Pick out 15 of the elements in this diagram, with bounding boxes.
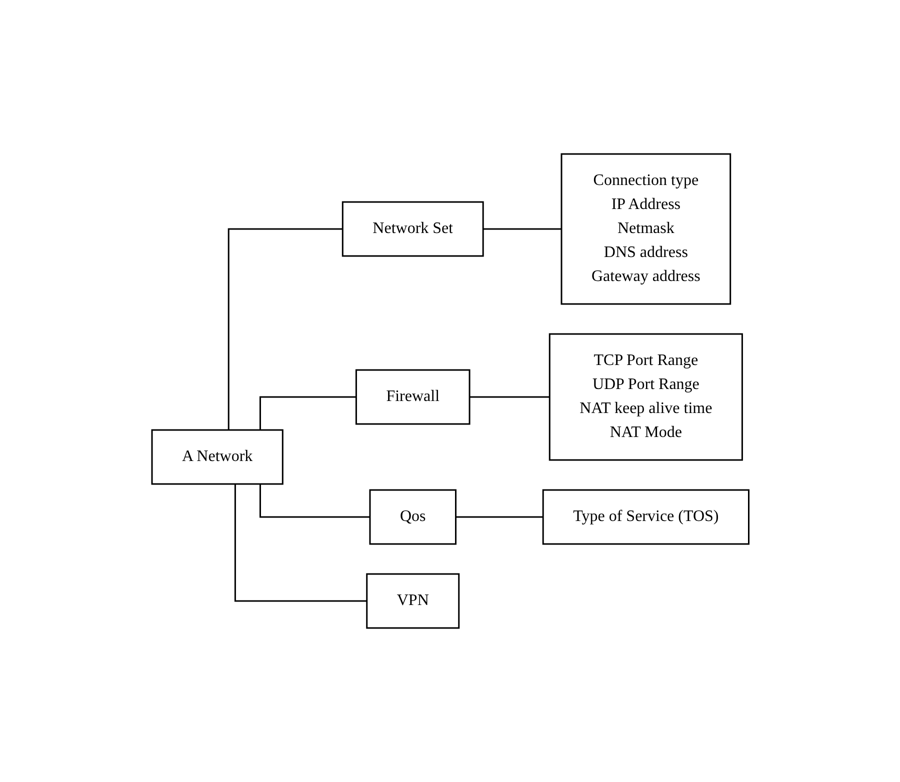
connector	[454, 516, 543, 518]
node-box: TCP Port Range UDP Port Range NAT keep alive time NAT Mode	[548, 333, 743, 461]
node-box: Qos	[368, 489, 456, 545]
connector	[468, 396, 550, 398]
node-box: Connection type IP Address Netmask DNS address Gateway address	[560, 153, 731, 305]
connector	[482, 228, 562, 230]
connector	[234, 484, 366, 602]
node-box: A Network	[150, 429, 284, 485]
node-box: Type of Service (TOS)	[542, 489, 750, 545]
connector	[228, 228, 342, 430]
node-box: Network Set	[342, 201, 484, 257]
node-box: Firewall	[355, 369, 470, 425]
node-box: VPN	[366, 573, 460, 629]
connector	[259, 396, 356, 430]
connector	[259, 484, 370, 518]
